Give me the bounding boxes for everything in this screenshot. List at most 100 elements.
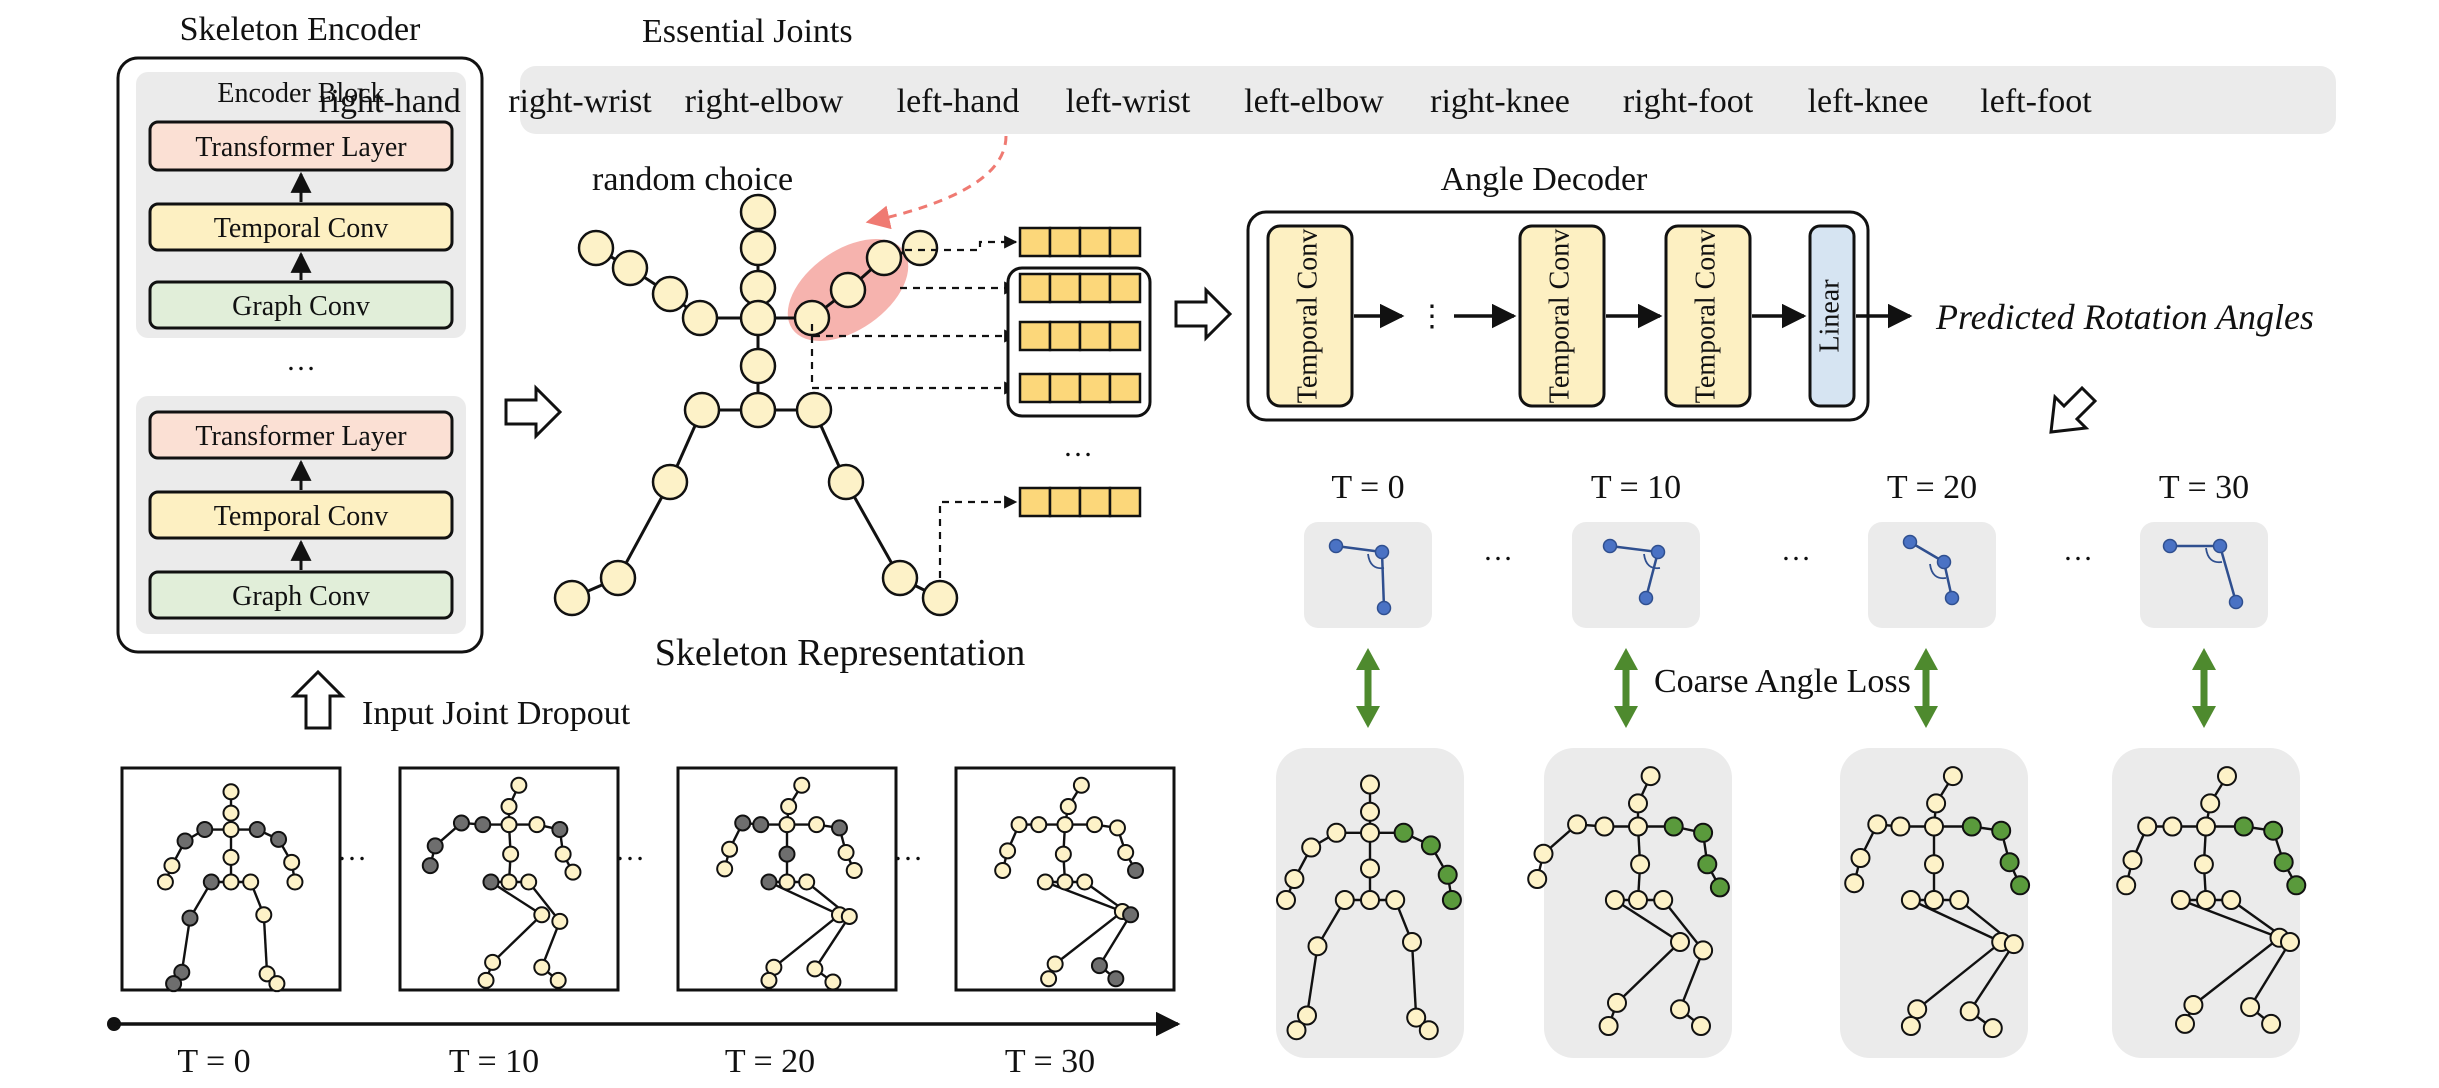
- skeleton-joint: [2286, 875, 2307, 896]
- skeleton-joint: [2261, 1013, 2282, 1034]
- angle-arc: [1367, 553, 1385, 570]
- angle-arc: [1643, 553, 1661, 570]
- coarse-angle-loss-label: Coarse Angle Loss: [1654, 663, 1911, 700]
- skeleton-joint: [1360, 774, 1380, 795]
- skeleton-joint: [2196, 816, 2216, 837]
- angle-decoder: Angle Decoder Temporal Conv ⋮ Temporal C…: [1246, 161, 2314, 422]
- angle-joint: [1376, 600, 1392, 616]
- skeleton-joint: [778, 816, 796, 834]
- token-cell: [1078, 272, 1112, 304]
- token-cell: [1078, 320, 1112, 352]
- skeleton-joint: [683, 391, 721, 429]
- decoder-temporal-label: Temporal Conv: [1690, 229, 1721, 404]
- skeleton-joint: [1301, 837, 1322, 858]
- skeleton-encoder: Skeleton Encoder Encoder Block Transform…: [116, 11, 484, 654]
- skeleton-joint: [1900, 1016, 1921, 1036]
- angle-joint: [2228, 594, 2244, 610]
- skeleton-joint: [2183, 995, 2204, 1015]
- skeleton-joint: [163, 857, 181, 875]
- skeleton-joint: [222, 873, 240, 891]
- transformer-layer-label: Transformer Layer: [195, 421, 407, 452]
- skeleton-joint: [1697, 854, 1718, 875]
- skeleton-joint: [798, 873, 816, 891]
- skeleton-joint: [795, 391, 833, 429]
- tokens-ellipsis: …: [1063, 430, 1093, 463]
- skeleton-joint: [599, 559, 637, 597]
- skeleton-joint: [181, 909, 199, 927]
- skeleton-joint: [865, 239, 903, 277]
- input-frame: [676, 766, 898, 992]
- essential-joints-title: Essential Joints: [642, 13, 853, 50]
- joint-token: [1018, 320, 1142, 352]
- skeleton-joint: [840, 907, 858, 925]
- angle-column: T = 30: [2112, 469, 2307, 1058]
- bone: [1614, 898, 1681, 944]
- skeleton-joint: [1653, 890, 1674, 910]
- bone: [180, 917, 192, 973]
- hollow-arrow-right-icon: [1174, 286, 1233, 342]
- skeleton-joint: [793, 776, 811, 794]
- skeleton-joint: [1628, 793, 1648, 814]
- timeline-label: T = 0: [177, 1043, 250, 1080]
- skeleton-joint: [1010, 816, 1028, 834]
- bone: [1305, 946, 1319, 1016]
- bone: [262, 914, 269, 974]
- graph-conv-label: Graph Conv: [232, 581, 370, 612]
- frame-time-label: T = 0: [1331, 469, 1404, 506]
- skeleton-joint: [827, 463, 865, 501]
- skeleton-joint: [1900, 890, 1921, 910]
- skeleton-joint: [1360, 822, 1380, 843]
- angle-panel: [1304, 522, 1432, 628]
- essential-joint-label: left-wrist: [1066, 83, 1191, 120]
- skeleton-joint: [1284, 869, 1305, 889]
- skeleton-joint: [739, 391, 777, 429]
- skeleton-joint: [196, 821, 214, 839]
- skeleton-joint: [1999, 852, 2020, 873]
- frame-time-label: T = 30: [2159, 469, 2249, 506]
- skeleton-joint: [2193, 854, 2214, 875]
- skeleton-joint: [739, 193, 777, 231]
- skeleton-joint: [2240, 997, 2261, 1018]
- transformer-layer-label: Transformer Layer: [195, 132, 407, 163]
- skeleton-joint: [222, 848, 240, 866]
- skeleton-joint: [510, 776, 528, 794]
- essential-joints-bar: [520, 66, 2336, 134]
- double-arrow-icon: [2192, 648, 2216, 728]
- angle-panel: [1868, 522, 1996, 628]
- angle-panel: [2140, 522, 2268, 628]
- skeleton-joint: [549, 971, 567, 989]
- skeleton-joint: [778, 873, 796, 891]
- skeleton-joint: [1393, 822, 1414, 843]
- skeleton-joint: [1072, 776, 1090, 794]
- angle-joint: [1638, 590, 1654, 606]
- skeleton-joint: [165, 975, 183, 993]
- skeleton-joint: [2010, 875, 2031, 896]
- bone: [1910, 898, 2002, 944]
- angle-joint: [1902, 534, 1918, 550]
- bone: [491, 913, 543, 964]
- skeleton-joint: [999, 842, 1017, 860]
- token-cell: [1048, 272, 1082, 304]
- skeleton-joint: [2162, 816, 2183, 837]
- joint-token: [1018, 486, 1142, 518]
- skeleton-joint: [1127, 862, 1145, 880]
- skeleton-joint: [1326, 822, 1347, 843]
- skeleton-joint: [845, 862, 863, 880]
- input-frames: [120, 766, 1176, 993]
- bone: [1678, 949, 1705, 1010]
- skeleton-joint: [1630, 854, 1651, 875]
- skeleton-joint: [258, 965, 276, 983]
- skeleton-joint: [222, 821, 240, 839]
- angle-arc: [1929, 563, 1947, 580]
- skeleton-joint: [1402, 932, 1422, 952]
- skeleton-joint: [421, 857, 439, 875]
- skeleton-joint: [1693, 940, 1714, 961]
- skeleton-joint: [173, 963, 191, 981]
- decoder-temporal-label: Temporal Conv: [1544, 229, 1575, 404]
- skeleton-joint: [426, 837, 444, 855]
- skeleton-joint: [901, 229, 939, 267]
- skeleton-joint: [1420, 835, 1441, 856]
